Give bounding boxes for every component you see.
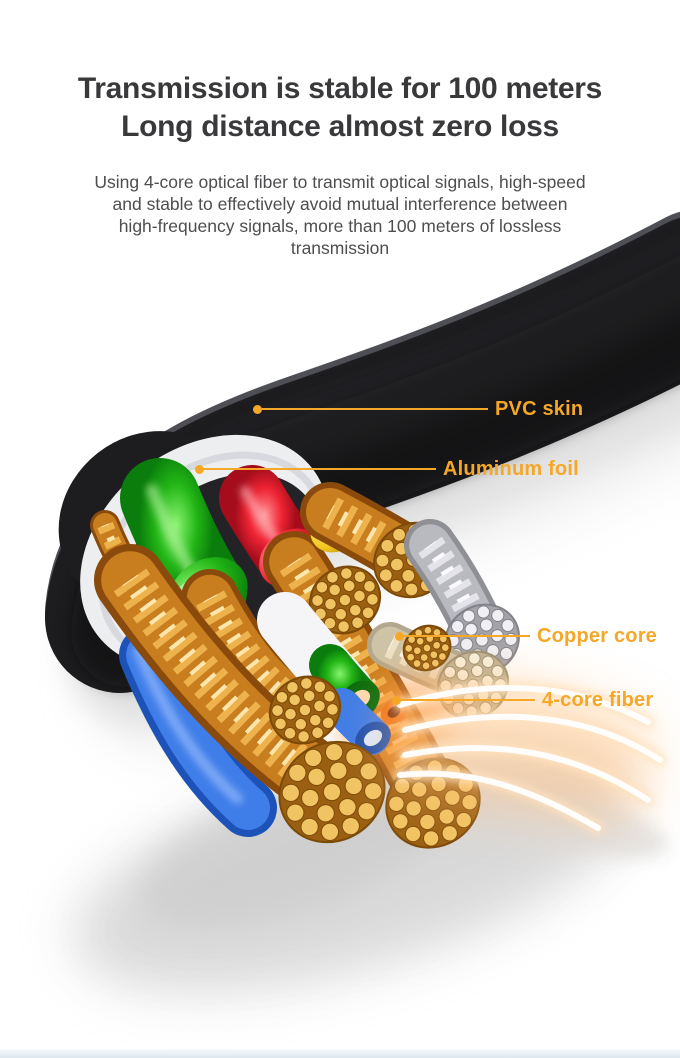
next-section-edge	[0, 1049, 680, 1058]
fiber-tube-blue	[323, 688, 391, 755]
callout-leader-line	[204, 468, 436, 470]
callout-dot-icon	[195, 464, 204, 474]
callout-label-4-core-fiber: 4-core fiber	[542, 689, 654, 711]
fiber-strands	[385, 680, 667, 835]
title-line-1: Transmission is stable for 100 meters	[77, 72, 603, 105]
title-line-2: Long distance almost zero loss	[121, 110, 559, 143]
callout-leader-line	[401, 699, 535, 701]
blue-wire	[119, 626, 277, 837]
callout-aluminum-foil: Aluminum foil	[195, 458, 579, 480]
callout-label-copper-core: Copper core	[537, 625, 658, 647]
description-line: high-frequency signals, more than 100 me…	[118, 216, 562, 236]
callout-label-pvc-skin: PVC skin	[495, 398, 584, 420]
section-description: Using 4-core optical fiber to transmit o…	[0, 171, 680, 259]
description-line: and stable to effectively avoid mutual i…	[112, 194, 568, 214]
callout-leader-line	[262, 408, 488, 410]
callout-4-core-fiber: 4-core fiber	[392, 689, 653, 711]
callout-pvc-skin: PVC skin	[253, 398, 583, 420]
description-line: Using 4-core optical fiber to transmit o…	[94, 172, 586, 192]
callout-dot-icon	[253, 404, 262, 414]
callout-dot-icon	[392, 695, 401, 705]
callout-leader-line	[404, 635, 530, 637]
section-header: Transmission is stable for 100 meters Lo…	[0, 0, 680, 259]
section-title: Transmission is stable for 100 meters Lo…	[0, 70, 680, 146]
strand-bundle-face	[278, 740, 386, 844]
callout-label-aluminum-foil: Aluminum foil	[443, 458, 579, 480]
callout-dot-icon	[395, 631, 404, 641]
description-line: transmission	[290, 238, 390, 258]
strand-bundle-face	[268, 675, 342, 745]
callout-copper-core: Copper core	[395, 625, 657, 647]
